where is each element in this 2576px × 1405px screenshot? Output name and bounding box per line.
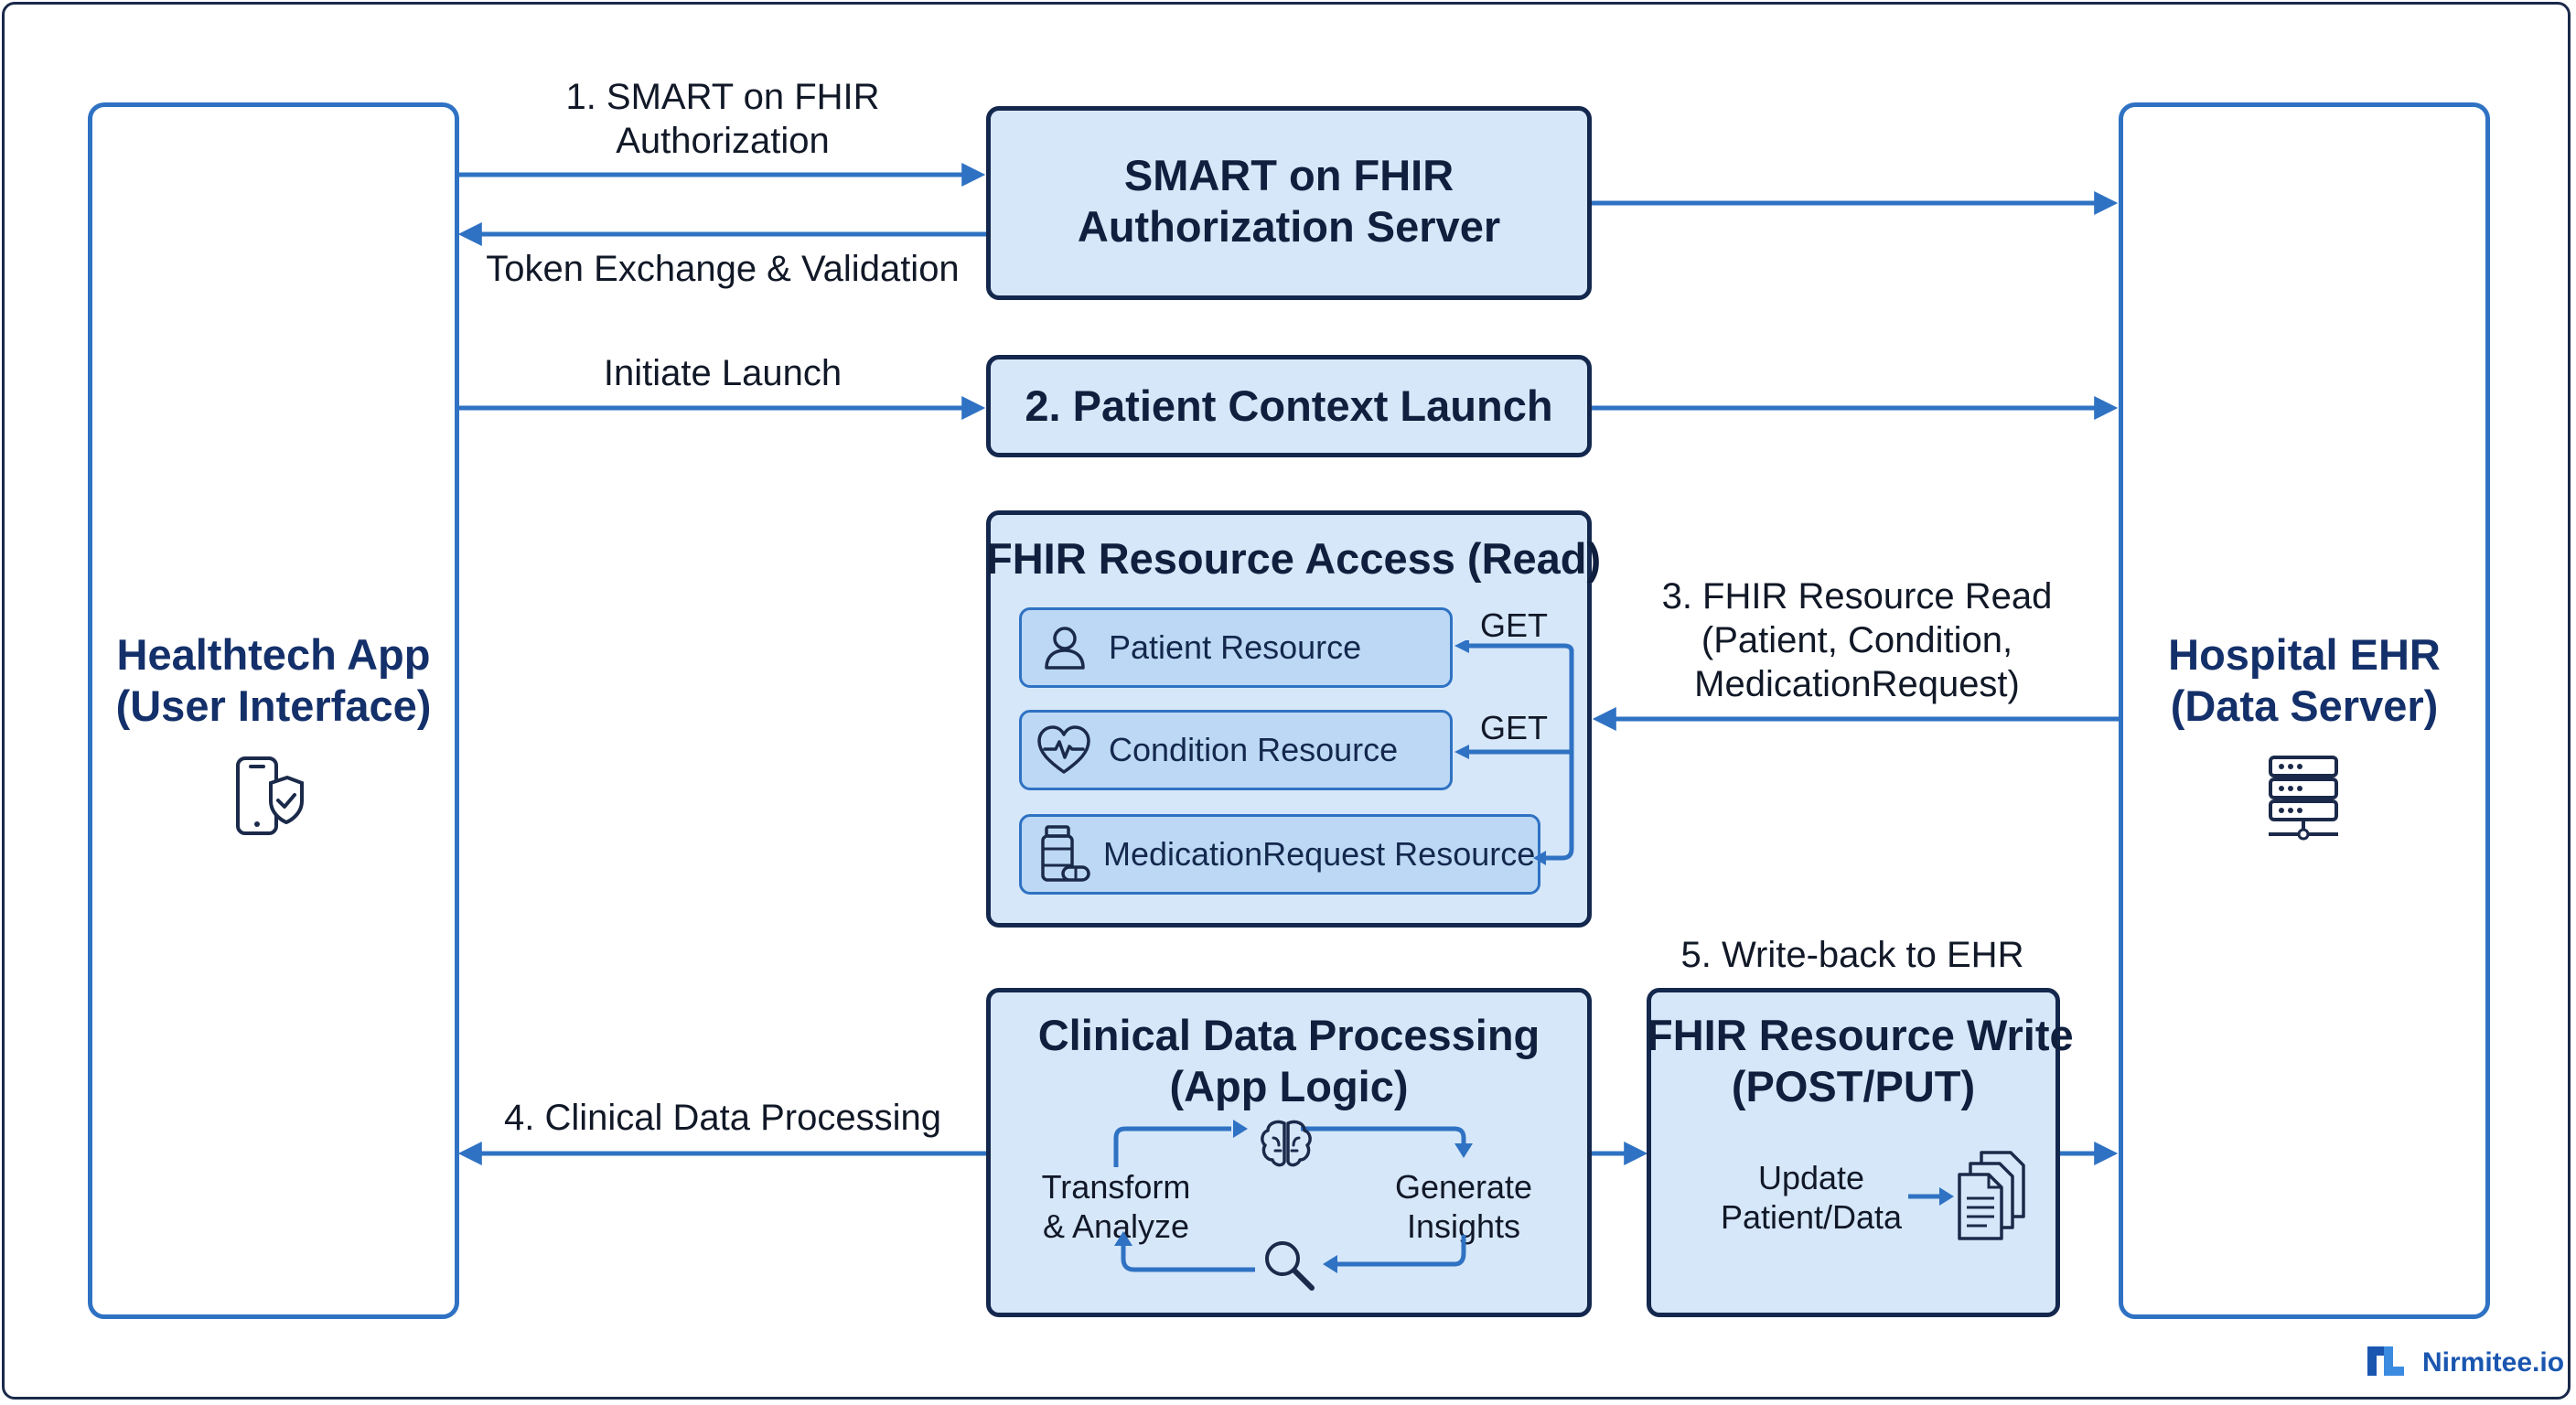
documents-icon: [1958, 1151, 2025, 1240]
hospital-ehr-title-line1: Hospital EHR: [2168, 630, 2441, 679]
generate-insights-line1: Generate: [1394, 1168, 1533, 1206]
generate-insights-label: Generate Insights: [1372, 1167, 1555, 1246]
flow-label-clinical-processing: 4. Clinical Data Processing: [504, 1098, 941, 1138]
patient-resource-label: Patient Resource: [1109, 628, 1362, 666]
flow-label-authorization-line1: 1. SMART on FHIR: [565, 77, 880, 117]
update-patient-data-line2: Patient/Data: [1720, 1198, 1903, 1237]
flow-label-resource-read: 3. FHIR Resource Read (Patient, Conditio…: [1610, 574, 2104, 706]
authorization-server-title-line2: Authorization Server: [1077, 202, 1501, 252]
resource-write-title: FHIR Resource Write (POST/PUT): [1647, 1010, 2074, 1113]
resource-write-title-line1: FHIR Resource Write: [1647, 1011, 2074, 1059]
clinical-processing-title-line2: (App Logic): [1169, 1062, 1409, 1111]
person-icon: [1045, 627, 1085, 670]
condition-resource-label: Condition Resource: [1109, 731, 1399, 768]
authorization-server-title: SMART on FHIR Authorization Server: [986, 150, 1592, 253]
flow-label-resource-read-line2: (Patient, Condition,: [1701, 620, 2013, 660]
patient-context-title: 2. Patient Context Launch: [1025, 381, 1553, 430]
transform-analyze-label: Transform & Analyze: [1025, 1167, 1208, 1246]
resource-write-title-line2: (POST/PUT): [1731, 1062, 1976, 1111]
condition-resource-item: [1019, 710, 1453, 790]
healthtech-app-title-line2: (User Interface): [115, 681, 432, 731]
medicationrequest-resource-item: [1019, 814, 1540, 895]
flow-label-authorization: 1. SMART on FHIR Authorization: [512, 75, 933, 163]
authorization-server-title-line1: SMART on FHIR: [1123, 151, 1454, 199]
heart-pulse-icon: [1037, 725, 1090, 774]
flow-label-resource-read-line1: 3. FHIR Resource Read: [1661, 576, 2053, 617]
update-arrow: [1908, 1187, 1954, 1206]
nirmitee-brand[interactable]: Nirmitee.io: [2422, 1347, 2565, 1378]
flow-label-resource-read-line3: MedicationRequest): [1694, 664, 2020, 704]
hospital-ehr-title: Hospital EHR (Data Server): [2119, 629, 2490, 733]
get-label-condition: GET: [1480, 709, 1549, 746]
clinical-processing-title: Clinical Data Processing (App Logic): [986, 1010, 1592, 1113]
flow-label-writeback: 5. Write-back to EHR: [1680, 935, 2024, 975]
transform-analyze-line1: Transform: [1041, 1168, 1191, 1206]
resource-access-title: FHIR Resource Access (Read): [986, 534, 1602, 583]
healthtech-app-title: Healthtech App (User Interface): [88, 629, 459, 733]
flow-label-token-exchange: Token Exchange & Validation: [486, 249, 960, 289]
flow-label-initiate-launch: Initiate Launch: [603, 353, 843, 393]
nirmitee-logo-icon: [2367, 1346, 2404, 1376]
server-icon: [2269, 756, 2338, 841]
transform-analyze-line2: & Analyze: [1042, 1207, 1190, 1246]
patient-resource-item: [1019, 607, 1453, 688]
update-patient-data-label: Update Patient/Data: [1701, 1158, 1921, 1237]
patient-context-box: [986, 355, 1592, 457]
processing-cycle-arrows: [1113, 1120, 1473, 1273]
get-label-patient: GET: [1480, 606, 1549, 644]
healthtech-app-title-line1: Healthtech App: [116, 630, 431, 679]
clinical-processing-title-line1: Clinical Data Processing: [1037, 1011, 1540, 1059]
hospital-ehr-title-line2: (Data Server): [2170, 681, 2439, 731]
brain-icon: [1261, 1120, 1312, 1167]
update-patient-data-line1: Update: [1757, 1159, 1865, 1196]
authorization-server-box: [986, 106, 1592, 300]
get-connector-arrows: [1454, 640, 1574, 865]
hospital-ehr-panel: [2119, 102, 2490, 1319]
mobile-shield-icon: [236, 756, 304, 835]
flow-label-authorization-line2: Authorization: [616, 121, 830, 161]
medication-icon: [1041, 825, 1090, 882]
medicationrequest-resource-label: MedicationRequest Resource: [1103, 835, 1536, 873]
healthtech-app-panel: [88, 102, 459, 1319]
magnifier-icon: [1265, 1241, 1315, 1291]
